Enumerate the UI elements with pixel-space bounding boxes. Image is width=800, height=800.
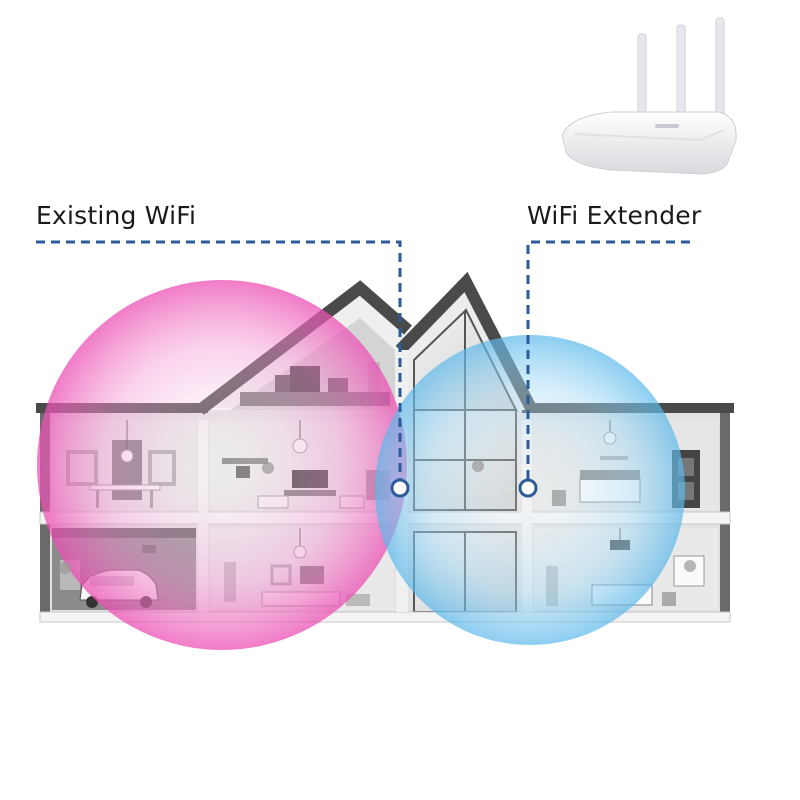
existing-wifi-label: Existing WiFi <box>36 201 197 230</box>
extender-connector <box>518 240 690 498</box>
existing-wifi-connector <box>36 240 410 498</box>
wifi-router-icon <box>561 17 737 175</box>
wifi-extender-label: WiFi Extender <box>527 201 702 230</box>
existing-wifi-coverage <box>37 280 407 650</box>
